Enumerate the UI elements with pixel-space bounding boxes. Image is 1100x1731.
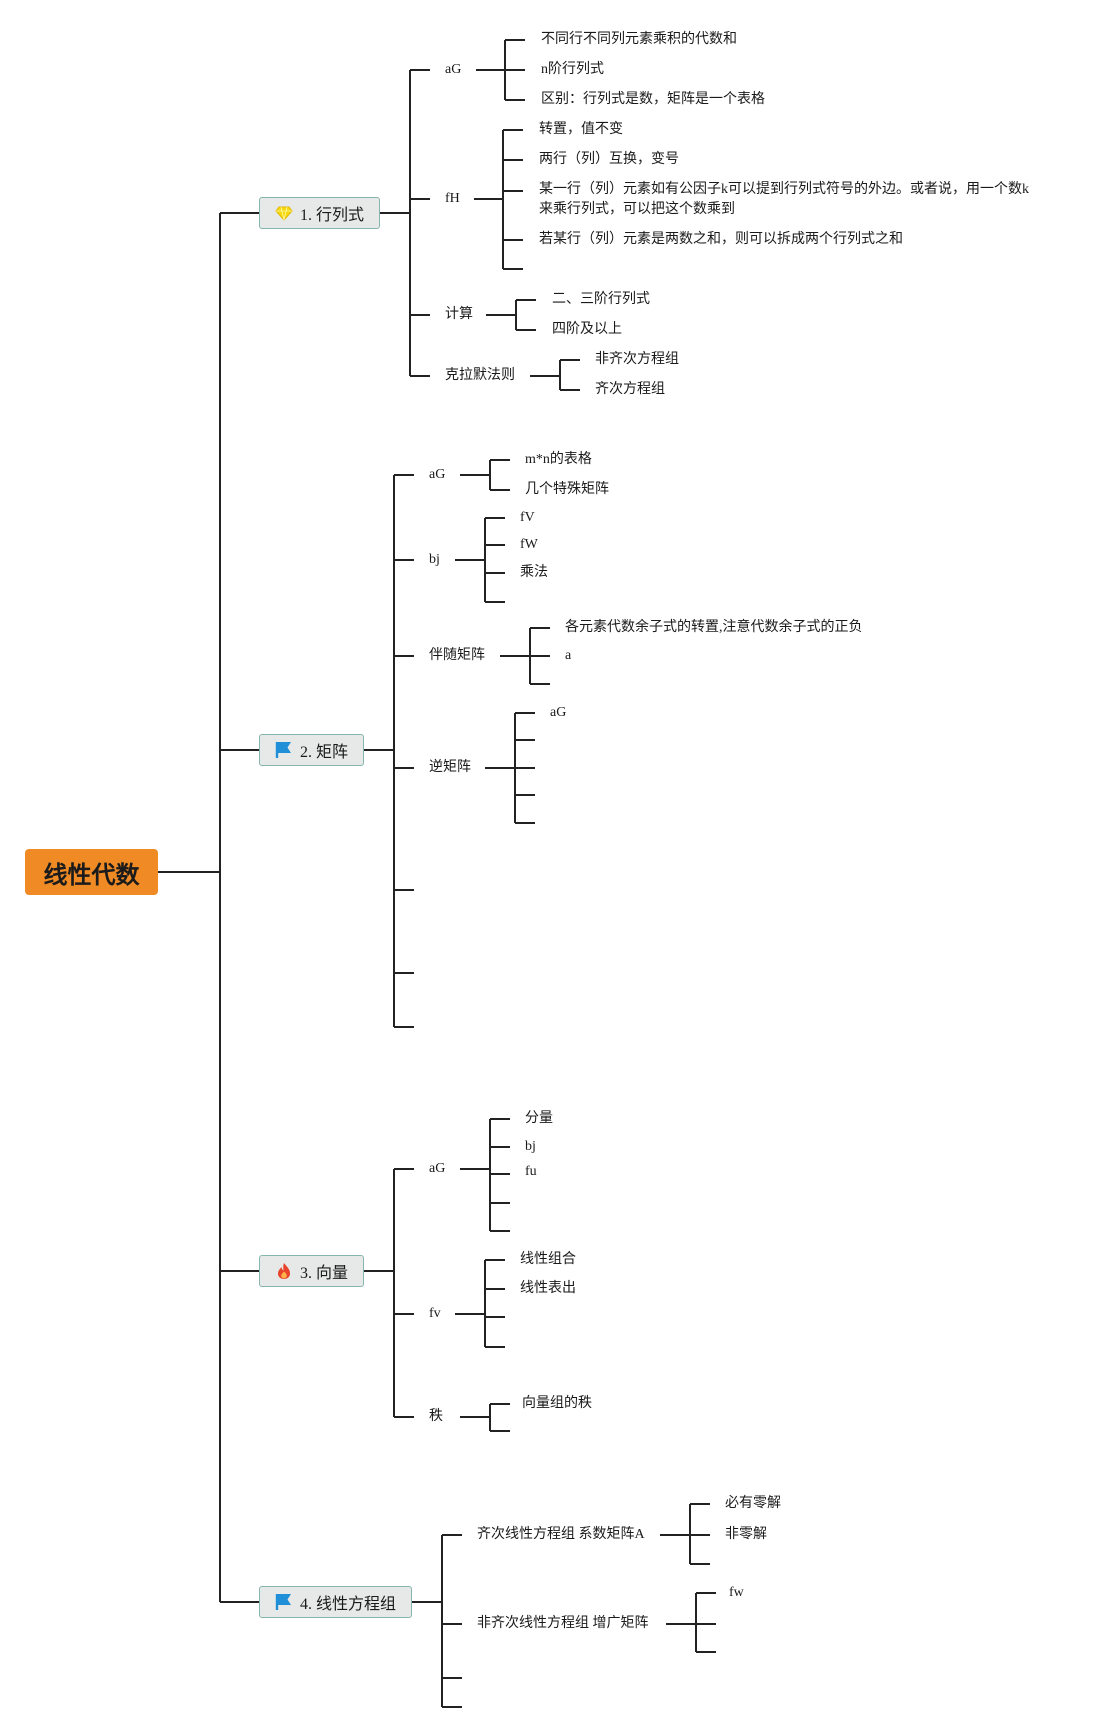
t1-branch <box>380 69 430 377</box>
t1-c3-item[interactable]: 四阶及以上 <box>552 322 622 337</box>
t1-c2-item[interactable]: 两行（列）互换，变号 <box>539 152 679 167</box>
topic-vector[interactable]: 3. 向量 <box>259 1255 364 1287</box>
topic-linear-system[interactable]: 4. 线性方程组 <box>259 1586 412 1618</box>
t4-c1-item[interactable]: 必有零解 <box>725 1496 781 1511</box>
flag-icon <box>275 1594 291 1610</box>
t1-c2-label[interactable]: fH <box>445 191 460 206</box>
t4-c2-item[interactable]: fw <box>729 1585 744 1600</box>
t2-c1-item[interactable]: m*n的表格 <box>525 452 592 467</box>
topic-matrix[interactable]: 2. 矩阵 <box>259 734 364 766</box>
t1-c2-branch <box>474 129 523 270</box>
t3-c3-label[interactable]: 秩 <box>429 1409 443 1424</box>
t2-c3-item[interactable]: 各元素代数余子式的转置,注意代数余子式的正负 <box>565 620 863 635</box>
diamond-icon <box>275 206 293 221</box>
root-topic[interactable]: 线性代数 <box>25 849 158 895</box>
t3-c3-branch <box>460 1403 510 1432</box>
t4-c1-branch <box>660 1503 710 1565</box>
t1-c1-item[interactable]: n阶行列式 <box>541 62 604 77</box>
t4-branch <box>412 1534 462 1708</box>
t1-c4-item[interactable]: 非齐次方程组 <box>595 352 679 367</box>
topic-label: 4. 线性方程组 <box>299 1596 396 1613</box>
t3-c2-item[interactable]: 线性表出 <box>520 1281 576 1296</box>
t2-c1-item[interactable]: 几个特殊矩阵 <box>525 482 609 497</box>
t1-c2-item[interactable]: 若某行（列）元素是两数之和，则可以拆成两个行列式之和 <box>539 232 903 247</box>
t2-c2-branch <box>455 517 505 603</box>
fire-icon <box>277 1263 290 1279</box>
t1-c4-item[interactable]: 齐次方程组 <box>595 382 665 397</box>
t2-branch <box>364 474 414 1028</box>
t3-c2-label[interactable]: fv <box>429 1306 441 1321</box>
t2-c2-label[interactable]: bj <box>429 552 440 567</box>
t3-c1-item[interactable]: 分量 <box>525 1111 553 1126</box>
t2-c2-item[interactable]: 乘法 <box>520 565 548 580</box>
t3-c1-label[interactable]: aG <box>429 1161 446 1176</box>
t1-c1-branch <box>476 39 525 101</box>
t2-c3-branch <box>500 627 550 685</box>
t4-c1-item[interactable]: 非零解 <box>725 1527 767 1542</box>
t2-c3-label[interactable]: 伴随矩阵 <box>429 648 485 663</box>
t1-c4-branch <box>530 359 580 391</box>
flag-icon <box>275 742 291 758</box>
t1-c1-item[interactable]: 不同行不同列元素乘积的代数和 <box>541 32 737 47</box>
t1-c1-item[interactable]: 区别：行列式是数，矩阵是一个表格 <box>541 92 765 107</box>
t3-c2-branch <box>455 1259 505 1348</box>
topic-determinant[interactable]: 1. 行列式 <box>259 197 380 229</box>
t2-c4-branch <box>485 712 535 824</box>
t1-c1-label[interactable]: aG <box>445 62 462 77</box>
t1-c3-label[interactable]: 计算 <box>445 307 473 322</box>
t4-c2-label[interactable]: 非齐次线性方程组 增广矩阵 <box>477 1616 649 1631</box>
t3-c3-item[interactable]: 向量组的秩 <box>522 1396 592 1411</box>
t2-c4-label[interactable]: 逆矩阵 <box>429 760 471 775</box>
t2-c1-label[interactable]: aG <box>429 467 446 482</box>
t4-c1-label[interactable]: 齐次线性方程组 系数矩阵A <box>477 1527 645 1542</box>
t1-c2-item[interactable]: 转置，值不变 <box>539 122 623 137</box>
t3-c1-item[interactable]: fu <box>525 1164 537 1179</box>
t1-c4-label[interactable]: 克拉默法则 <box>445 368 515 383</box>
t3-branch <box>364 1168 414 1418</box>
t2-c3-item[interactable]: a <box>565 648 572 663</box>
t3-c1-branch <box>460 1118 510 1232</box>
t3-c2-item[interactable]: 线性组合 <box>520 1252 576 1267</box>
topic-label: 1. 行列式 <box>299 207 364 224</box>
t1-c3-item[interactable]: 二、三阶行列式 <box>552 292 650 307</box>
topic-label: 3. 向量 <box>299 1265 348 1282</box>
t2-c4-item[interactable]: aG <box>550 705 567 720</box>
topic-branch-spine <box>219 212 259 1603</box>
topic-label: 2. 矩阵 <box>299 744 348 761</box>
t4-c2-branch <box>666 1592 716 1653</box>
t3-c1-item[interactable]: bj <box>525 1139 536 1154</box>
t2-c2-item[interactable]: fW <box>520 537 538 552</box>
t1-c3-branch <box>486 299 536 331</box>
t1-c2-item[interactable]: 某一行（列）元素如有公因子k可以提到行列式符号的外边。或者说，用一个数k来乘行列… <box>539 182 1029 217</box>
t2-c2-item[interactable]: fV <box>520 510 535 525</box>
t2-c1-branch <box>460 459 510 491</box>
